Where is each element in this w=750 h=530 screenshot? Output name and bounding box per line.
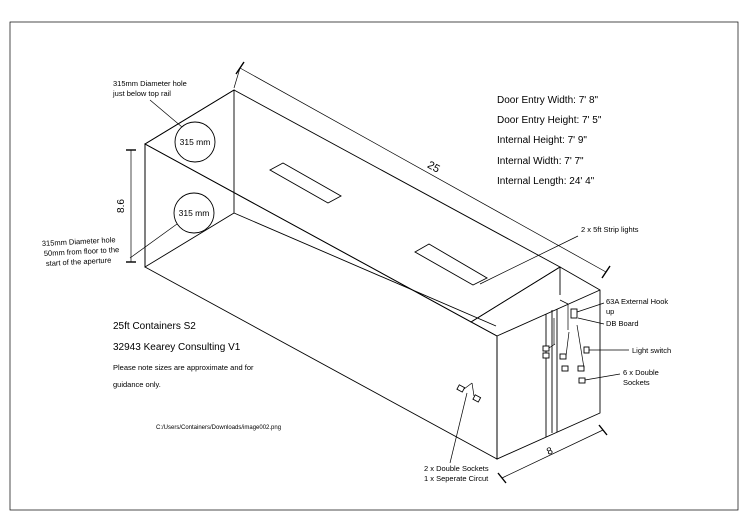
spec-internal-width: Internal Width: 7' 7" [497, 156, 584, 167]
strip-lights [269, 162, 488, 286]
socket-5 [577, 365, 585, 372]
socket-4 [561, 365, 569, 372]
callout-leaders [449, 235, 629, 464]
bottom-hole-note-2: 50mm from floor to the [44, 245, 120, 258]
bottom-hole-leader [129, 223, 178, 259]
light-switch-box [583, 346, 590, 354]
container-front-face [144, 143, 498, 460]
circuit-label-1: 2 x Double Sockets [424, 464, 489, 473]
top-hole-label: 315 mm [180, 137, 211, 147]
width-dimension: 8 [497, 424, 608, 484]
side-socket-2 [472, 394, 482, 403]
drawing-note-1: Please note sizes are approximate and fo… [113, 363, 254, 372]
hook-up-label-2: up [606, 307, 614, 316]
spec-internal-length: Internal Length: 24' 4" [497, 176, 595, 187]
title-block: 25ft Containers S2 32943 Kearey Consulti… [113, 321, 281, 431]
top-hole-note-2: just below top rail [112, 89, 171, 98]
socket-6 [578, 377, 586, 384]
spec-list: Door Entry Width: 7' 8" Door Entry Heigh… [497, 95, 602, 187]
container-body [144, 89, 601, 460]
door-face-top-edge [496, 289, 601, 337]
container-far-bottom-edge [233, 212, 497, 327]
socket-2 [542, 352, 550, 359]
width-dimension-label: 8 [545, 445, 555, 458]
length-dimension: 25 [233, 61, 611, 279]
bottom-hole-label: 315 mm [179, 208, 210, 218]
strip-light-2 [414, 243, 488, 286]
circuit-label-2: 1 x Seperate Circut [424, 474, 489, 483]
length-dimension-label: 25 [425, 159, 442, 175]
electrical-fittings [456, 299, 590, 403]
bottom-hole-note-3: start of the aperture [46, 256, 112, 268]
hole-notes: 315mm Diameter hole just below top rail … [42, 79, 187, 268]
bottom-hole-note-1: 315mm Diameter hole [42, 235, 116, 248]
sheet-border [9, 21, 739, 511]
side-socket-1 [456, 384, 466, 393]
container-left-face [144, 89, 235, 268]
hook-up-label-1: 63A External Hook [606, 297, 668, 306]
socket-1 [542, 345, 550, 352]
db-board-label: DB Board [606, 319, 639, 328]
strip-light-1 [269, 162, 342, 204]
strip-lights-label: 2 x 5ft Strip lights [581, 225, 639, 234]
bottom-hole [173, 192, 215, 234]
drawing-subtitle: 32943 Kearey Consulting V1 [113, 342, 241, 353]
light-switch-label: Light switch [632, 346, 671, 355]
spec-door-height: Door Entry Height: 7' 5" [497, 115, 602, 126]
file-path: C:/Users/Containers/Downloads/image002.p… [156, 425, 281, 431]
top-hole-note-1: 315mm Diameter hole [113, 79, 187, 88]
double-sockets-label-2: Sockets [623, 378, 650, 387]
drawing-title: 25ft Containers S2 [113, 321, 196, 332]
height-dimension: 8.6 [116, 149, 136, 263]
drawing-note-2: guidance only. [113, 380, 161, 389]
height-dimension-label: 8.6 [116, 199, 127, 213]
spec-internal-height: Internal Height: 7' 9" [497, 135, 587, 146]
hook-up-box [570, 308, 578, 319]
spec-door-width: Door Entry Width: 7' 8" [497, 95, 599, 106]
double-sockets-label-1: 6 x Double [623, 368, 659, 377]
top-hole-leader [149, 99, 183, 128]
container-door-face [470, 266, 601, 460]
ventilation-holes: 315 mm 315 mm [173, 121, 216, 234]
top-hole [174, 121, 216, 163]
socket-3 [559, 353, 567, 360]
callout-labels: 2 x 5ft Strip lights 63A External Hook u… [424, 225, 671, 483]
